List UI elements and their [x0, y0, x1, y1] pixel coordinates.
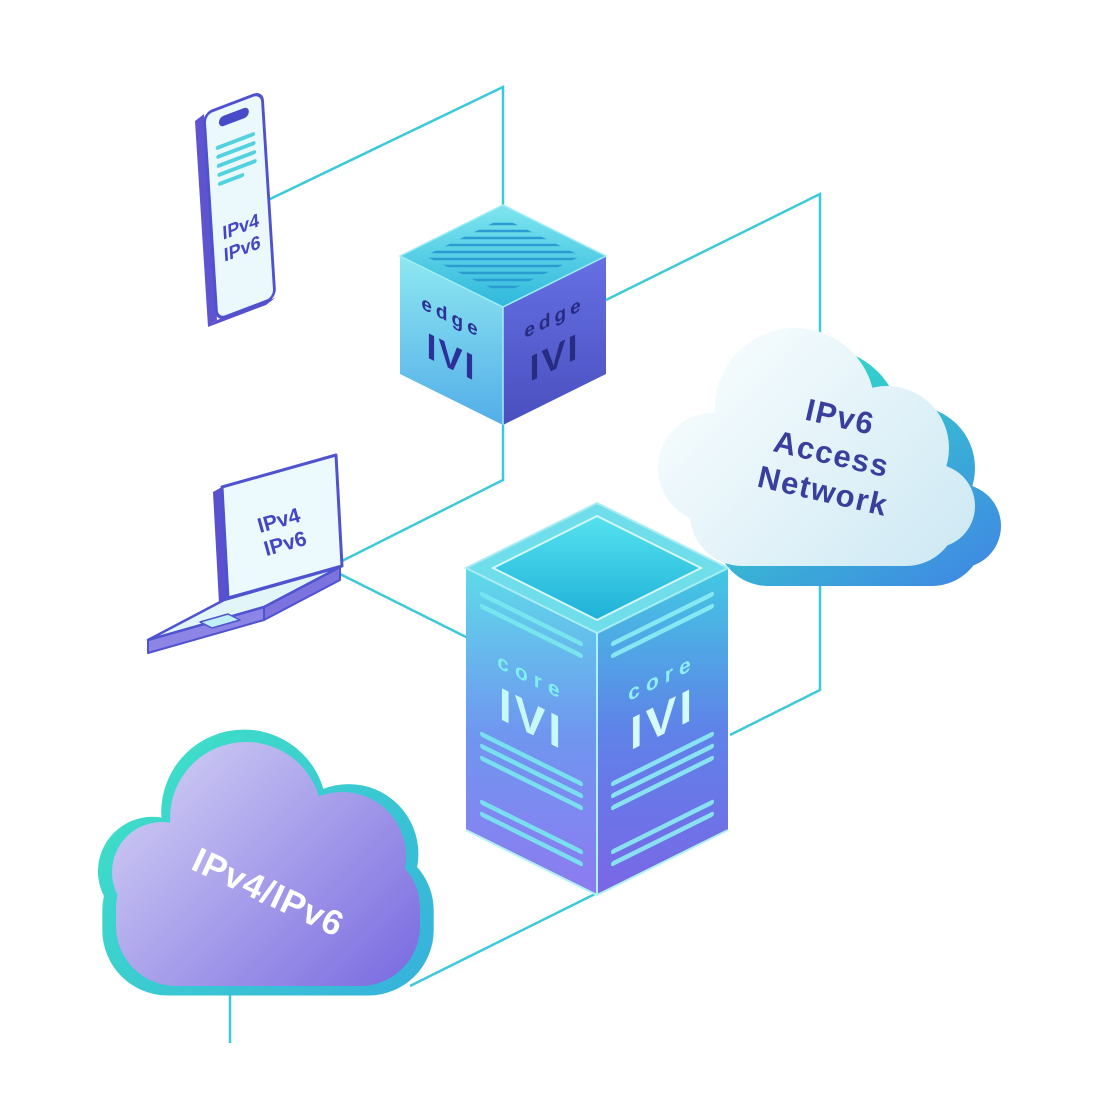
laptop-screen-side: [213, 487, 228, 603]
edge-router-right-face: [503, 256, 606, 425]
face-line: [611, 755, 714, 811]
ipv6-access-cloud: IPv6 Access Network: [658, 328, 1001, 586]
core-right-face: [597, 568, 728, 895]
screen-line: [216, 150, 257, 168]
laptop-base-top: [146, 565, 342, 642]
core-right-lines-bottom: [611, 731, 714, 867]
dual-stack-cloud-body: [112, 742, 420, 986]
face-line: [480, 591, 583, 647]
face-line: [480, 731, 583, 787]
ipv6-access-cloud-body: [658, 328, 975, 566]
face-line: [480, 603, 583, 659]
cloud-base: [116, 848, 420, 986]
face-line: [611, 731, 714, 787]
face-line: [611, 591, 714, 647]
phone-body: [203, 93, 276, 319]
connection-laptop-core: [337, 571, 471, 641]
phone-screen-lines: [215, 132, 257, 186]
screen-line: [218, 173, 245, 186]
face-line: [480, 755, 583, 811]
face-line: [480, 799, 583, 855]
laptop-screen: [220, 453, 344, 600]
face-line: [611, 743, 714, 799]
edge-router-left-face: [400, 256, 503, 425]
face-line: [480, 743, 583, 799]
phone-notch: [218, 107, 249, 127]
cloud-base: [690, 448, 958, 566]
face-line: [611, 811, 714, 867]
laptop-trackpad: [199, 613, 241, 629]
face-line: [611, 799, 714, 855]
core-left-lines-bottom: [480, 731, 583, 867]
dual-stack-cloud: IPv4/IPv6: [97, 729, 434, 996]
core-bottom-rim: [465, 829, 729, 897]
phone-side-left: [195, 114, 217, 327]
core-right-lines-top: [611, 591, 714, 659]
connection-phone-edge: [267, 85, 505, 212]
edge-router: edge IVI edge IVI: [398, 204, 608, 425]
screen-line: [216, 141, 256, 159]
phone: IPv4 IPv6: [195, 93, 276, 327]
connection-core-dualstack-cloud: [409, 891, 598, 988]
screen-line: [217, 159, 257, 177]
screen-line: [215, 132, 256, 150]
core-left-lines-top: [480, 591, 583, 659]
laptop: IPv4 IPv6: [146, 453, 344, 654]
core-router: core IVI core IVI: [463, 501, 731, 897]
core-top-panel: [490, 514, 704, 622]
face-line: [611, 603, 714, 659]
connection-edge-laptop: [331, 423, 505, 568]
face-line: [480, 811, 583, 867]
